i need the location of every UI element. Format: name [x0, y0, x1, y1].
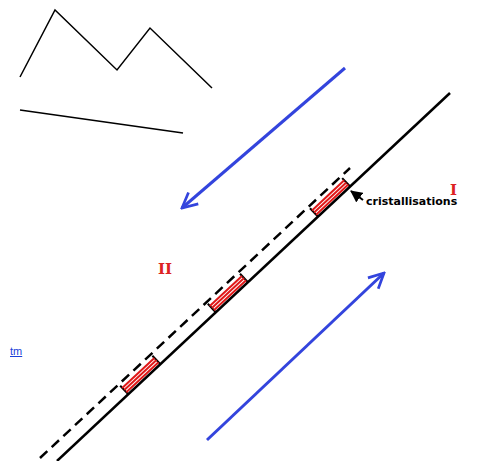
crystallisation-lines	[122, 180, 348, 392]
fault-steps	[120, 178, 350, 394]
motion-arrow	[182, 68, 345, 208]
callout-label: cristallisations	[366, 195, 457, 208]
link-text: tm	[10, 345, 22, 357]
leader-line	[351, 191, 363, 200]
block-label: II	[158, 260, 172, 278]
sketch-line	[20, 110, 183, 133]
motion-arrow	[207, 273, 384, 440]
sketch-zigzag	[20, 10, 212, 88]
dashed-fault-line	[40, 168, 350, 458]
